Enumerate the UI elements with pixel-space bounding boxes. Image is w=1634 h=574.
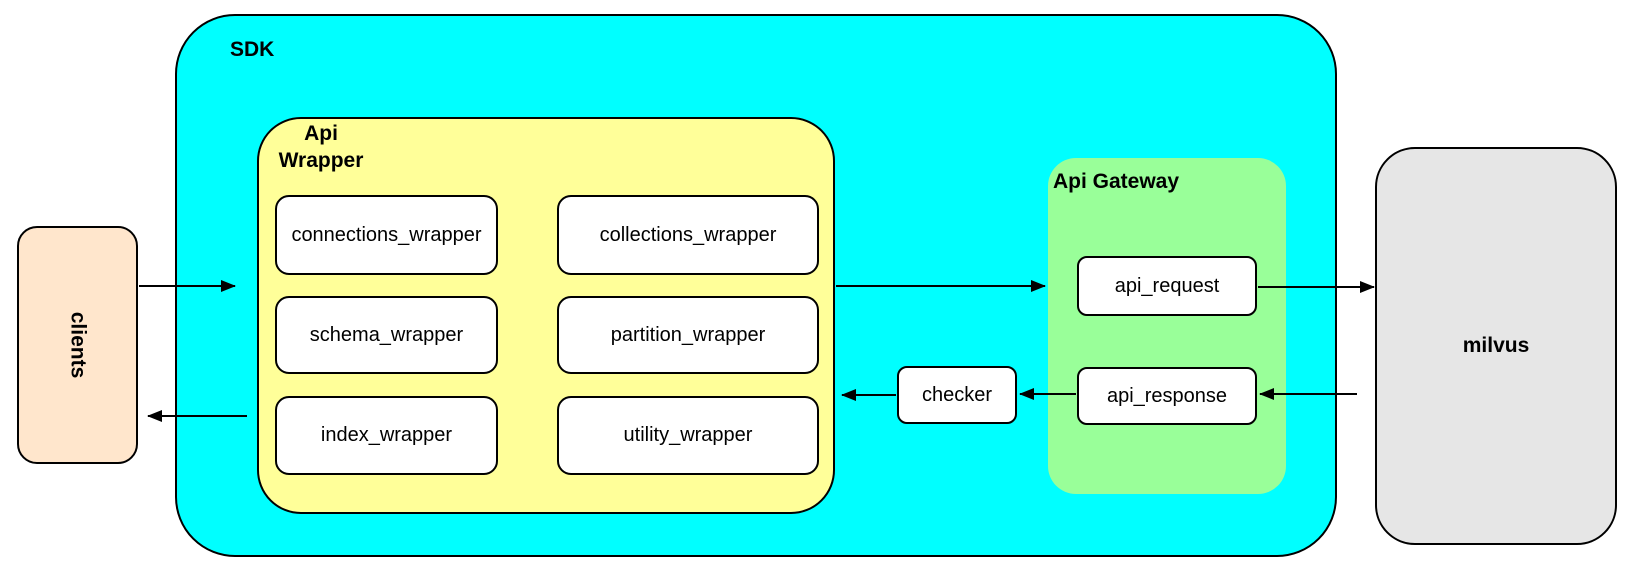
api-gateway-container bbox=[1048, 158, 1286, 494]
partition-wrapper-node: partition_wrapper bbox=[557, 296, 819, 374]
index-wrapper-node: index_wrapper bbox=[275, 396, 498, 475]
collections-wrapper-node: collections_wrapper bbox=[557, 195, 819, 275]
clients-node: clients bbox=[17, 226, 138, 464]
api-response-node: api_response bbox=[1077, 367, 1257, 425]
api-request-node: api_request bbox=[1077, 256, 1257, 316]
schema-wrapper-node: schema_wrapper bbox=[275, 296, 498, 374]
connections-wrapper-node: connections_wrapper bbox=[275, 195, 498, 275]
api-wrapper-label: Api Wrapper bbox=[278, 122, 364, 172]
utility-wrapper-node: utility_wrapper bbox=[557, 396, 819, 475]
clients-label: clients bbox=[66, 311, 90, 379]
checker-node: checker bbox=[897, 366, 1017, 424]
api-gateway-label: Api Gateway bbox=[1052, 170, 1180, 193]
milvus-node: milvus bbox=[1375, 147, 1617, 545]
sdk-label: SDK bbox=[230, 38, 275, 61]
